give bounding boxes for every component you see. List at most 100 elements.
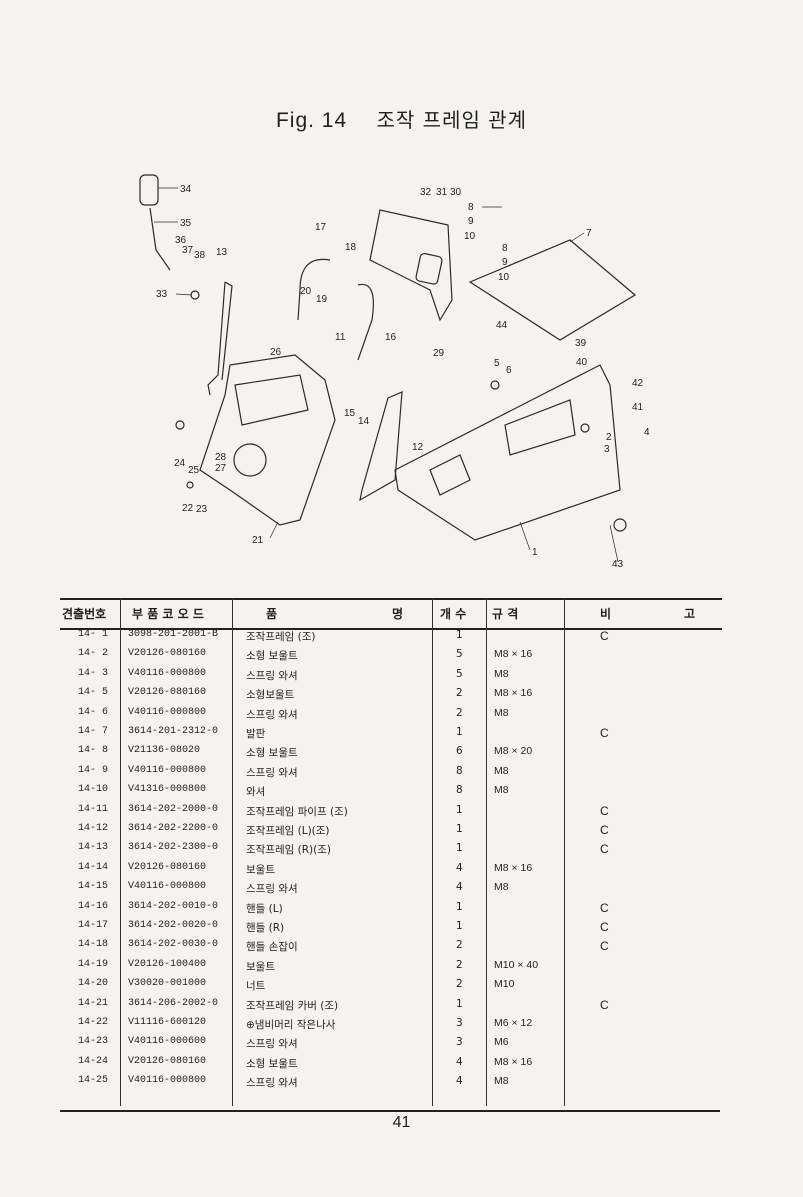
part-quantity: 1 xyxy=(456,900,463,913)
leader-line xyxy=(175,293,193,296)
callout-label: 2 xyxy=(606,432,612,443)
part-number: 14-22 xyxy=(78,1017,109,1028)
cover-hole-part xyxy=(233,443,267,477)
part-note: C xyxy=(600,900,609,915)
callout-labels: 34 35 36 37 38 13 33 17 18 20 19 26 11 1… xyxy=(156,184,650,570)
callout-label: 3 xyxy=(604,444,610,455)
screw-part xyxy=(186,481,194,489)
callout-label: 29 xyxy=(433,348,445,359)
callout-label: 40 xyxy=(576,357,588,368)
part-quantity: 4 xyxy=(456,881,463,894)
leader-line xyxy=(519,521,531,551)
part-quantity: 1 xyxy=(456,823,463,835)
leader-line xyxy=(609,524,619,563)
part-note: C xyxy=(600,823,609,837)
part-number: 14- 8 xyxy=(78,745,109,757)
part-code: V11116-600120 xyxy=(128,1017,207,1028)
leader-lines xyxy=(154,187,619,563)
part-code: V21136-08020 xyxy=(128,745,201,757)
part-quantity: 2 xyxy=(456,978,463,991)
handle-right-part xyxy=(357,283,374,361)
part-code: 3098-201-2001-B xyxy=(128,629,219,640)
part-note: C xyxy=(600,803,609,818)
callout-label: 32 xyxy=(420,187,432,198)
callout-label: 44 xyxy=(496,320,508,331)
callout-label: 6 xyxy=(506,365,512,376)
bolt-part xyxy=(490,380,500,390)
part-quantity: 5 xyxy=(456,667,463,680)
part-quantity: 1 xyxy=(456,842,463,855)
part-number: 14- 1 xyxy=(78,629,109,640)
part-quantity: 8 xyxy=(456,764,463,777)
part-quantity: 1 xyxy=(456,997,463,1010)
part-code: V40116-000800 xyxy=(128,881,207,893)
part-code: V20126-080160 xyxy=(128,1055,207,1067)
part-code: V20126-080160 xyxy=(128,648,207,660)
callout-label: 15 xyxy=(344,408,356,419)
part-name: 핸들 손잡이 xyxy=(246,941,298,954)
header-part-name: 품 xyxy=(266,607,278,621)
part-name: 소형 보울트 xyxy=(246,747,298,760)
part-number: 14-14 xyxy=(78,861,109,873)
page-number: 41 xyxy=(392,1114,411,1131)
callout-label: 34 xyxy=(180,184,192,195)
part-name: 스프링 와셔 xyxy=(246,1077,298,1090)
part-note: C xyxy=(600,939,609,954)
callout-label: 33 xyxy=(156,289,168,300)
part-code: 3614-202-0030-0 xyxy=(128,939,219,951)
part-quantity: 2 xyxy=(456,958,463,971)
callout-label: 7 xyxy=(586,228,592,239)
part-spec: M8 × 16 xyxy=(494,861,533,874)
callout-label: 4 xyxy=(644,427,650,438)
part-name: 조작프레임 카버 (조) xyxy=(246,999,339,1012)
part-code: 3614-201-2312-0 xyxy=(128,726,219,737)
leader-line xyxy=(569,232,585,243)
part-name: 보울트 xyxy=(246,863,275,876)
part-code: V40116-000800 xyxy=(128,1075,207,1087)
part-note: C xyxy=(600,842,609,857)
leader-line xyxy=(269,521,279,539)
part-spec: M8 × 16 xyxy=(494,687,533,700)
column-divider xyxy=(120,598,121,1106)
callout-label: 8 xyxy=(502,243,508,254)
column-divider xyxy=(232,598,233,1106)
callout-label: 16 xyxy=(385,332,397,343)
part-code: V40116-000600 xyxy=(128,1036,207,1048)
callout-label: 24 xyxy=(174,458,186,469)
part-note: C xyxy=(600,726,609,740)
part-quantity: 1 xyxy=(456,629,463,641)
part-quantity: 1 xyxy=(456,803,463,816)
part-code: 3614-202-2000-0 xyxy=(128,803,219,815)
part-name: 너트 xyxy=(246,980,266,993)
part-number: 14- 3 xyxy=(78,667,109,679)
part-quantity: 2 xyxy=(456,687,463,700)
callout-label: 11 xyxy=(335,332,346,343)
part-name: 와셔 xyxy=(246,786,266,799)
header-part-code: 부 품 코 오 드 xyxy=(132,607,204,621)
callout-label: 31 xyxy=(436,187,448,198)
part-quantity: 4 xyxy=(456,861,463,874)
part-number: 14- 2 xyxy=(78,648,109,660)
part-number: 14-25 xyxy=(78,1075,109,1087)
handle-left-part xyxy=(297,258,331,321)
part-quantity: 3 xyxy=(456,1017,463,1029)
callout-label: 1 xyxy=(532,547,538,558)
callout-label: 10 xyxy=(498,272,510,283)
callout-label: 17 xyxy=(315,222,327,233)
part-name: 스프링 와셔 xyxy=(246,708,298,721)
column-divider xyxy=(564,598,565,1106)
part-number: 14- 5 xyxy=(78,687,109,699)
part-quantity: 1 xyxy=(456,920,463,932)
part-code: V40116-000800 xyxy=(128,706,207,718)
part-number: 14-15 xyxy=(78,881,109,893)
mirror-stay-part xyxy=(149,207,171,271)
part-spec: M8 × 20 xyxy=(494,745,533,758)
callout-label: 23 xyxy=(196,504,208,515)
table-bottom-rule xyxy=(60,1110,720,1112)
callout-label: 8 xyxy=(468,202,474,213)
exploded-parts-diagram: 34 35 36 37 38 13 33 17 18 20 19 26 11 1… xyxy=(139,174,650,570)
